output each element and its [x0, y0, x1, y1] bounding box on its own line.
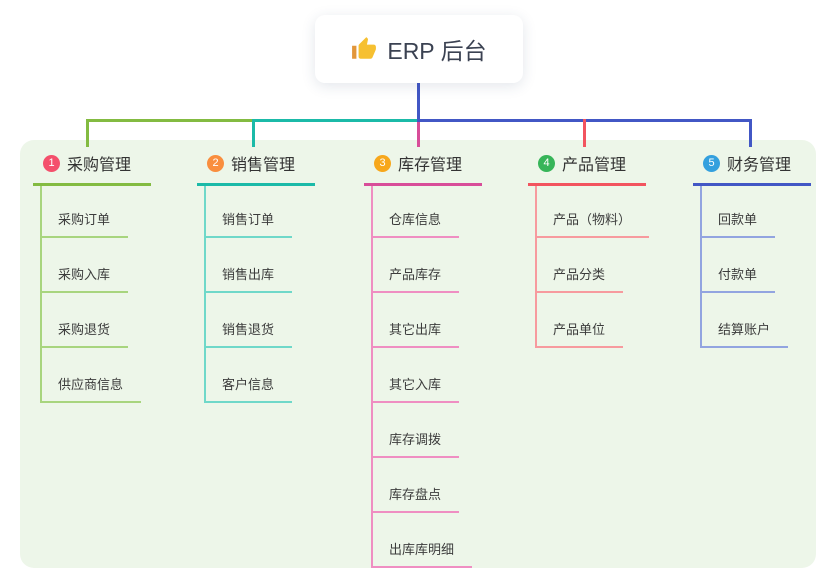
- thumbs-up-icon: [352, 37, 377, 59]
- child-node: 付款单: [702, 238, 776, 293]
- drop-connector-1: [86, 119, 89, 147]
- branch-header-sales: 2 销售管理: [197, 147, 315, 186]
- child-node: 供应商信息: [42, 348, 142, 403]
- horizontal-connector-mid: [252, 119, 420, 122]
- child-node: 客户信息: [206, 348, 293, 403]
- child-node: 回款单: [702, 186, 776, 238]
- branch-children: 回款单 付款单 结算账户: [700, 186, 811, 348]
- child-node: 产品库存: [373, 238, 460, 293]
- child-node: 产品单位: [537, 293, 624, 348]
- child-node: 产品分类: [537, 238, 624, 293]
- trunk-connector: [417, 83, 420, 122]
- branch-badge: 3: [374, 154, 391, 172]
- horizontal-connector-left: [86, 119, 255, 122]
- child-node: 仓库信息: [373, 186, 460, 238]
- root-node: ERP 后台: [315, 15, 523, 83]
- child-node: 销售退货: [206, 293, 293, 348]
- branch-finance: 5 财务管理 回款单 付款单 结算账户: [693, 147, 811, 348]
- child-node: 采购入库: [42, 238, 129, 293]
- branch-children: 采购订单 采购入库 采购退货 供应商信息: [40, 186, 151, 403]
- branch-header-finance: 5 财务管理: [693, 147, 811, 186]
- branch-badge: 5: [703, 154, 720, 172]
- branch-title: 财务管理: [727, 157, 792, 174]
- branches-panel: [20, 140, 816, 568]
- child-node: 结算账户: [702, 293, 789, 348]
- branch-badge: 2: [207, 154, 224, 172]
- branch-children: 仓库信息 产品库存 其它出库 其它入库 库存调拨 库存盘点 出库库明细: [371, 186, 482, 568]
- branch-header-inventory: 3 库存管理: [364, 147, 482, 186]
- drop-connector-4: [583, 119, 586, 147]
- root-label: ERP 后台: [387, 38, 487, 64]
- drop-connector-3: [417, 122, 420, 147]
- branch-header-product: 4 产品管理: [528, 147, 646, 186]
- branch-title: 销售管理: [231, 157, 296, 174]
- child-node: 出库库明细: [373, 513, 473, 568]
- branch-title: 采购管理: [67, 157, 132, 174]
- branch-title: 库存管理: [398, 157, 463, 174]
- branch-children: 产品（物料） 产品分类 产品单位: [535, 186, 650, 348]
- child-node: 销售订单: [206, 186, 293, 238]
- child-node: 销售出库: [206, 238, 293, 293]
- branch-header-purchase: 1 采购管理: [33, 147, 151, 186]
- branch-children: 销售订单 销售出库 销售退货 客户信息: [204, 186, 315, 403]
- branch-purchase: 1 采购管理 采购订单 采购入库 采购退货 供应商信息: [33, 147, 151, 403]
- branch-inventory: 3 库存管理 仓库信息 产品库存 其它出库 其它入库 库存调拨 库存盘点 出库库…: [364, 147, 482, 568]
- branch-badge: 4: [538, 154, 555, 172]
- child-node: 采购订单: [42, 186, 129, 238]
- drop-connector-2: [252, 119, 255, 147]
- child-node: 库存盘点: [373, 458, 460, 513]
- drop-connector-5: [749, 119, 752, 147]
- branch-product: 4 产品管理 产品（物料） 产品分类 产品单位: [528, 147, 650, 348]
- branch-sales: 2 销售管理 销售订单 销售出库 销售退货 客户信息: [197, 147, 315, 403]
- child-node: 采购退货: [42, 293, 129, 348]
- branch-badge: 1: [43, 154, 60, 172]
- branch-title: 产品管理: [562, 157, 627, 174]
- child-node: 产品（物料）: [537, 186, 650, 238]
- child-node: 库存调拨: [373, 403, 460, 458]
- child-node: 其它入库: [373, 348, 460, 403]
- child-node: 其它出库: [373, 293, 460, 348]
